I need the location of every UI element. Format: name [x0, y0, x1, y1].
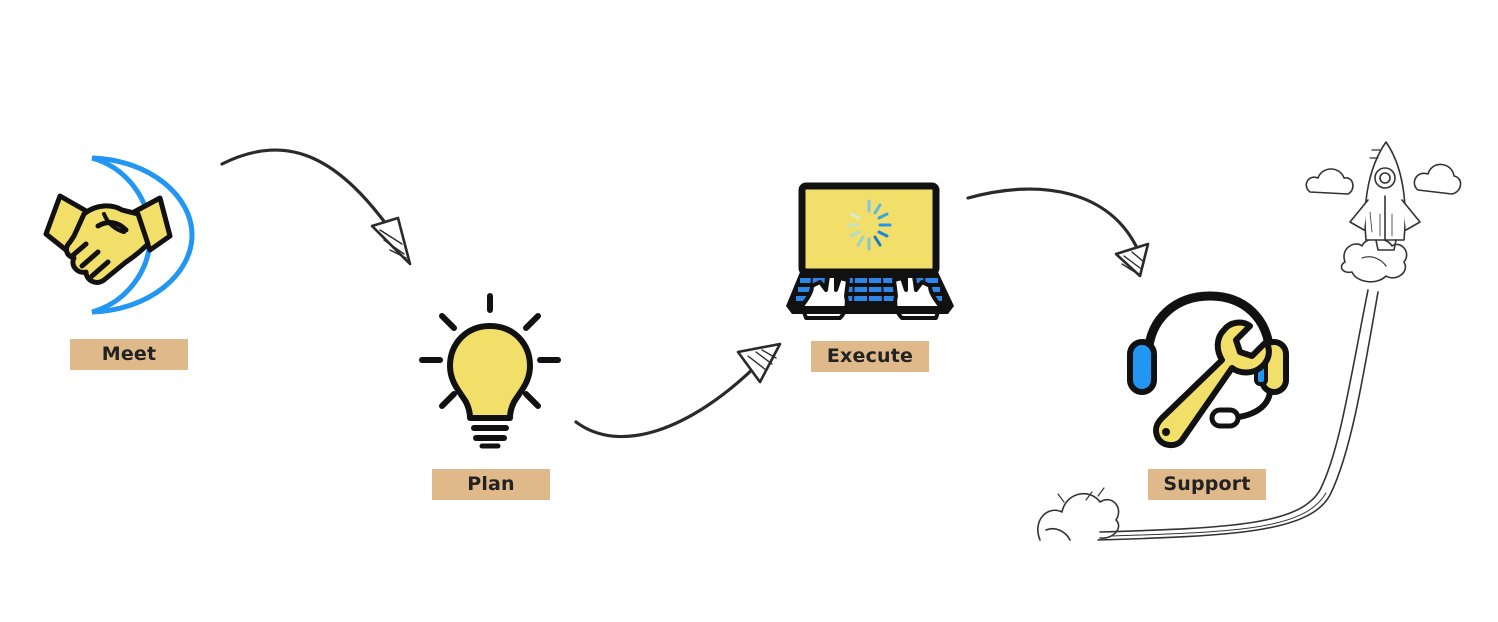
rocket-launch-icon: [1037, 141, 1462, 541]
step-label-execute: Execute: [811, 341, 929, 372]
step-label-plan: Plan: [432, 469, 550, 500]
laptop-loading-icon: [786, 182, 954, 320]
headset-wrench-icon: [1127, 291, 1289, 448]
step-label-support: Support: [1148, 469, 1266, 500]
step-label-meet: Meet: [70, 339, 188, 370]
handshake-icon: [43, 155, 195, 315]
hand-drawn-arrow-icon: [220, 148, 1150, 438]
lightbulb-icon: [419, 293, 561, 449]
